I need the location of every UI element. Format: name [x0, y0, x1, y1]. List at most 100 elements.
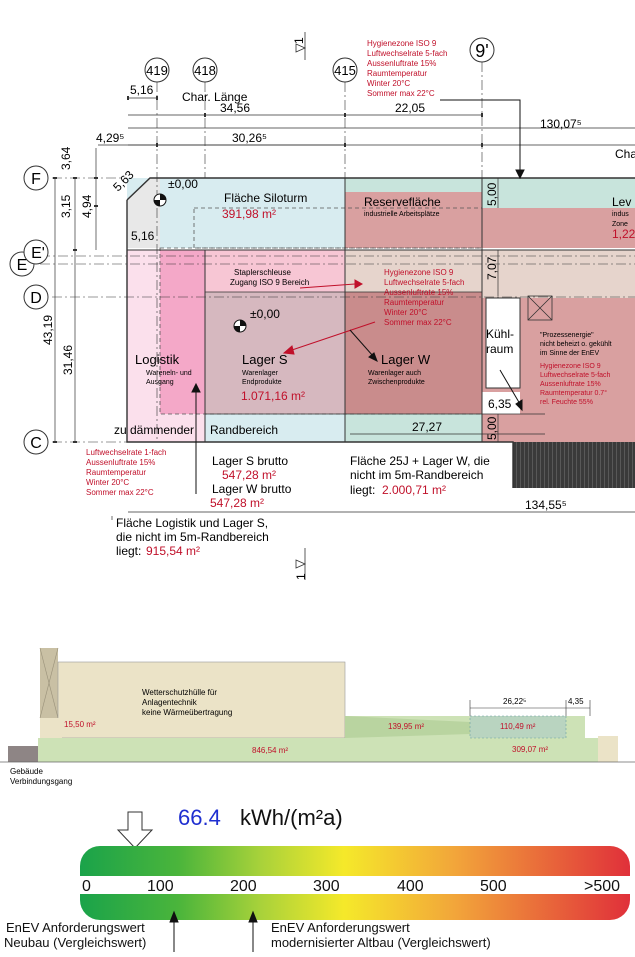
dashed-area-2	[159, 247, 483, 415]
prozess-line: im Sinne der EnEV	[540, 350, 599, 357]
axis-bubble-Ep	[23, 239, 49, 265]
section-wedge	[345, 716, 470, 738]
axis-bubble-418	[192, 57, 218, 83]
section-wetterschutz	[57, 661, 346, 739]
axis-bubble-9p	[469, 37, 495, 63]
wetter-line: Anlagentechnik	[142, 698, 198, 707]
lagerw-brutto-label: Lager W brutto	[212, 482, 292, 496]
dim-label: 4,29⁵	[96, 131, 124, 145]
dim-label: 134,55⁵	[525, 498, 567, 512]
zone-rand-bottom2	[345, 414, 482, 442]
hyg-top-line: Sommer max 22°C	[367, 89, 435, 98]
gebaeude-line: Verbindungsgang	[10, 777, 72, 786]
zone-prozess	[520, 298, 635, 414]
zone-siloturm-corner	[127, 178, 160, 248]
dim-label: 34,56	[220, 101, 250, 115]
zone-label-kuehl: Kühl-	[486, 327, 514, 341]
zone-right-bottom	[482, 414, 635, 442]
zone-sub-lagerw: Warenlager auch	[368, 370, 421, 377]
zone-sub-reserve: industrielle Arbeitsplätze	[364, 211, 440, 218]
hyg-mid-line: Aussenluftrate 15%	[384, 288, 453, 297]
dim-label: 5,00	[485, 416, 499, 440]
hyg-top-line: Hygienezone ISO 9	[367, 39, 437, 48]
dim-label: 43,19	[41, 315, 55, 345]
section-gebaeude	[8, 746, 38, 762]
flaeche25-value: 2.000,71 m²	[382, 483, 446, 497]
dim-label: 5,16	[131, 229, 155, 243]
zone-area-siloturm: 391,98 m²	[222, 207, 276, 221]
zone-sub-logistik: Ausgang	[146, 379, 174, 386]
section-teal	[469, 715, 567, 739]
lagerw-brutto-value: 547,28 m²	[210, 496, 264, 510]
zone-area-lev: 1,22	[612, 227, 635, 241]
hyg-top-line: Aussenluftrate 15%	[367, 59, 436, 68]
prozess-line: "Prozessenergie"	[540, 332, 594, 339]
lagers-brutto-label: Lager S brutto	[212, 454, 288, 468]
label-zu-daemmender: zu dämmender	[114, 423, 194, 437]
section-marker-bottom	[295, 548, 306, 580]
dim-label: 31,46	[61, 345, 75, 375]
elevation-mark-2	[233, 319, 247, 333]
zone-label-kuehl: raum	[486, 342, 513, 356]
dimension-labels: 5,16 Char. Länge 34,56 22,05 4,29⁵ 30,26…	[41, 83, 635, 512]
zone-sub-lagerw: Zwischenprodukte	[368, 379, 425, 386]
axis-bubble-F	[23, 165, 49, 191]
area-30907: 309,07 m²	[512, 745, 548, 754]
elevation-label-1: ±0,00	[168, 177, 198, 191]
scale-tick: 300	[313, 878, 340, 895]
floor-plan	[9, 32, 635, 580]
zone-sub-lev: indus	[612, 211, 629, 218]
axis-label-D: D	[30, 290, 42, 307]
luft-note: Luftwechselrate 1-fach Aussenluftrate 15…	[86, 448, 167, 497]
axis-label-Ep: E'	[31, 245, 45, 262]
hyg-top-line: Raumtemperatur	[367, 69, 427, 78]
black-arrows	[191, 99, 525, 494]
area-84654: 846,54 m²	[252, 746, 288, 755]
dim-label: 30,26⁵	[232, 131, 267, 145]
zone-hyg-mid	[345, 250, 482, 292]
axis-label-415: 415	[334, 63, 356, 78]
prozess-hyg-note: Hygienezone ISO 9 Luftwechselrate 5-fach…	[540, 363, 611, 406]
dim-label: 5,16	[130, 83, 154, 97]
axis-label-E: E	[17, 257, 28, 274]
zone-right-mid	[482, 250, 635, 298]
enev-altbau-line: EnEV Anforderungswert	[271, 920, 410, 935]
flaeche-log-line: die nicht im 5m-Randbereich	[116, 530, 269, 544]
flaeche-log-line: Fläche Logistik und Lager S,	[116, 516, 268, 530]
outline-left	[126, 200, 514, 488]
axis-bubble-C	[23, 429, 49, 455]
axis-label-F: F	[31, 171, 41, 188]
hyg-top-line: Winter 20°C	[367, 79, 410, 88]
axis-bubble-D	[23, 284, 49, 310]
energy-value: 66.4	[178, 805, 221, 830]
zone-lev-top	[482, 178, 635, 208]
prozess-hyg-line: Luftwechselrate 5-fach	[540, 372, 611, 379]
enev-labels: EnEV Anforderungswert Neubau (Vergleichs…	[4, 920, 491, 950]
flaeche25-line: nicht im 5m-Randbereich	[350, 468, 483, 482]
value-arrow-icon	[116, 811, 154, 849]
zone-label-lagerw: Lager W	[381, 352, 431, 367]
outline-top	[126, 177, 635, 201]
dimension-lines	[54, 97, 635, 513]
flaeche-log-value: 915,54 m²	[146, 544, 200, 558]
hyg-top-line: Luftwechselrate 5-fach	[367, 49, 448, 58]
area-13995: 139,95 m²	[388, 722, 424, 731]
dim-label: 4,94	[80, 194, 94, 218]
enev-arrows	[169, 910, 258, 952]
dim-label: 5,00	[485, 182, 499, 206]
elevation-label-2: ±0,00	[250, 307, 280, 321]
section-marker-top	[295, 32, 306, 60]
zone-lagerw	[345, 292, 482, 414]
grid-lines	[40, 62, 635, 443]
scale-tick: 500	[480, 878, 507, 895]
label-randbereich: Randbereich	[210, 423, 278, 437]
prozess-hyg-line: Raumtemperatur 0.7°	[540, 389, 607, 397]
scale-tick: >500	[584, 878, 620, 895]
wetter-line: keine Wärmeübertragung	[142, 708, 232, 717]
area-1550: 15,50 m²	[64, 720, 96, 729]
dim-label: Cha	[615, 147, 635, 161]
hatched-strip	[513, 442, 635, 488]
flaeche25-line: liegt:	[350, 483, 375, 497]
dim-label: 3,15	[59, 194, 73, 218]
